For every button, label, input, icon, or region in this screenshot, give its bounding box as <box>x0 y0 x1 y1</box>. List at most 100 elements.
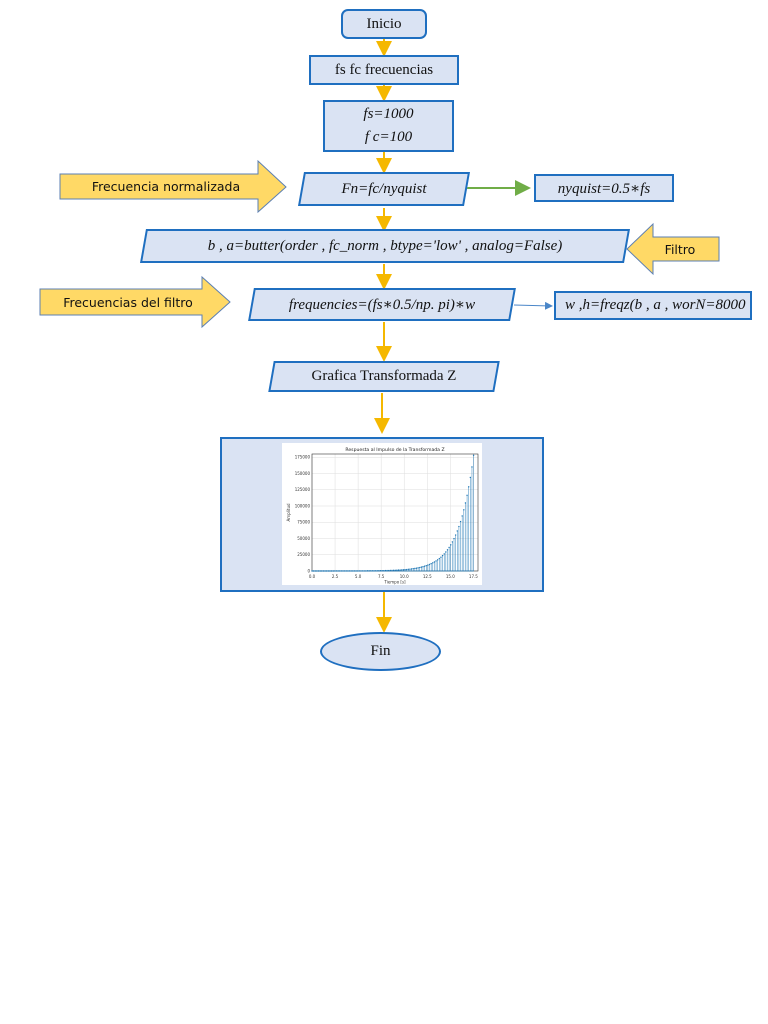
chart-stem-marker <box>360 570 362 572</box>
chart-stem-marker <box>451 541 454 543</box>
chart-stem-marker <box>396 569 398 571</box>
chart-stem-marker <box>347 570 349 572</box>
chart-ylabel: Amplitud <box>286 503 291 521</box>
chart-stem-marker <box>415 567 418 569</box>
chart-stem-marker <box>445 551 447 553</box>
chart-stem-marker <box>412 568 414 570</box>
chart-stem-marker <box>468 486 470 488</box>
chart-stem-marker <box>327 570 330 572</box>
chart-stem-marker <box>405 568 408 571</box>
start-node: Inicio <box>341 9 427 39</box>
chart-stem-marker <box>450 544 452 546</box>
chart-stem-marker <box>448 546 450 549</box>
chart-stem-marker <box>428 563 431 566</box>
chart-xtick-label: 7.5 <box>378 574 385 579</box>
chart-ytick-label: 150000 <box>295 471 311 476</box>
chart-stem-marker <box>325 570 328 572</box>
chart-stem-marker <box>443 553 445 555</box>
chart-stem-marker <box>435 560 437 562</box>
chart-stem-marker <box>441 554 444 557</box>
chart-xtick-label: 0.0 <box>309 574 316 579</box>
chart-stem-marker <box>422 565 424 568</box>
chart-stem-marker <box>384 569 387 572</box>
chart-stem-marker <box>391 569 393 572</box>
chart-stem-marker <box>335 570 338 572</box>
chart-stem-marker <box>352 570 354 572</box>
chart-xlabel: Tiempo [s] <box>383 580 406 585</box>
chart-stem-marker <box>355 570 357 572</box>
arrow-frequencies-to-freqz <box>513 301 553 310</box>
chart-stem-marker <box>464 502 467 504</box>
chart-stem-marker <box>436 559 439 561</box>
butter-label: b , a=butter(order , fc_norm , btype='lo… <box>207 237 563 254</box>
chart-xtick-label: 15.0 <box>446 574 455 579</box>
chart-axes-frame <box>311 453 479 572</box>
callout-normalized-label: Frecuencia normalizada <box>91 179 241 194</box>
chart-stem-marker <box>350 570 352 572</box>
chart-stem-marker <box>324 570 326 572</box>
chart-xtick-label: 2.5 <box>332 574 339 579</box>
chart-stem-marker <box>399 569 401 571</box>
start-label: Inicio <box>366 15 402 32</box>
frequencies-label: frequencies=(fs∗0.5/np. pi)∗w <box>288 297 476 313</box>
chart-stem-marker <box>361 570 364 572</box>
butter-node: b , a=butter(order , fc_norm , btype='lo… <box>140 229 630 263</box>
chart-stem-marker <box>374 570 377 572</box>
chart-stem-marker <box>343 570 346 572</box>
chart-xtick-label: 10.0 <box>400 574 409 579</box>
chart-stem-marker <box>376 570 378 572</box>
chart-ytick-label: 125000 <box>295 487 311 492</box>
chart-stem-marker <box>322 570 325 572</box>
chart-stem-marker <box>392 569 395 572</box>
end-node: Fin <box>320 632 441 671</box>
chart-stem-marker <box>453 537 455 540</box>
chart-xtick-label: 12.5 <box>423 574 432 579</box>
nyquist-label: nyquist=0.5∗fs <box>557 180 651 197</box>
chart-stem-marker <box>366 570 369 572</box>
chart-stem-marker <box>334 570 336 572</box>
chart-ytick-label: 50000 <box>297 536 310 541</box>
chart-stem-marker <box>368 570 370 572</box>
chart-stem-marker <box>389 569 392 572</box>
chart-stem-marker <box>394 569 396 571</box>
chart-stem-marker <box>370 570 372 572</box>
chart-stem-marker <box>414 567 416 570</box>
chart-stem-marker <box>419 566 421 569</box>
chart-stem-marker <box>409 568 411 570</box>
chart-stem-marker <box>463 509 465 511</box>
chart-stem-marker <box>373 570 375 572</box>
callout-arrow-filter-freqs <box>39 275 231 329</box>
chart-stem-marker <box>358 570 361 572</box>
nyquist-node: nyquist=0.5∗fs <box>534 174 674 202</box>
frequencies-node: frequencies=(fs∗0.5/np. pi)∗w <box>248 288 516 321</box>
chart-stem-marker <box>469 476 472 479</box>
chart-ytick-label: 100000 <box>295 503 311 508</box>
end-label: Fin <box>370 643 391 659</box>
freqz-node: w ,h=freqz(b , a , worN=8000 <box>554 291 752 320</box>
chart-stem-marker <box>330 570 333 572</box>
chart-stem-marker <box>339 570 341 572</box>
chart-stem-marker <box>357 570 359 572</box>
chart-stem-marker <box>446 549 449 551</box>
chart-title: Respuesta al Impulso de la Transformada … <box>345 447 444 453</box>
chart-stem-marker <box>433 561 436 563</box>
chart-stem-marker <box>314 570 316 572</box>
chart-stem-marker <box>371 570 374 572</box>
chart-stem-marker <box>466 494 468 497</box>
normalize-label: Fn=fc/nyquist <box>341 180 427 197</box>
chart-stem-marker <box>311 570 313 572</box>
chart-stem-marker <box>345 570 347 572</box>
chart-stem-marker <box>425 564 427 567</box>
inputs-node: fs fc frecuencias <box>309 55 459 85</box>
chart-ytick-label: 75000 <box>297 520 310 525</box>
chart-stem-marker <box>402 569 405 571</box>
chart-stem-marker <box>316 570 318 572</box>
chart-stem-marker <box>423 565 426 567</box>
chart-stem-marker <box>404 568 406 571</box>
chart-stem-marker <box>397 569 400 571</box>
chart-stem-marker <box>407 568 410 571</box>
chart-stem-marker <box>317 570 320 572</box>
